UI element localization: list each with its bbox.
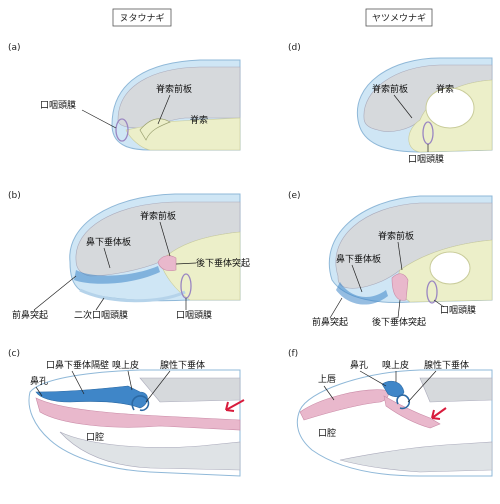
panel-b-label-anterior-nasal: 前鼻突起 bbox=[12, 309, 48, 321]
panel-f-label-oral-cavity: 口腔 bbox=[318, 427, 336, 439]
panel-f-label-upper-lip: 上唇 bbox=[318, 374, 336, 385]
panel-c-label-oral-cavity: 口腔 bbox=[86, 431, 104, 443]
header-right-box bbox=[365, 8, 433, 27]
panel-e-label-notochord-plate: 脊索前板 bbox=[378, 230, 414, 242]
header-left-label: ヌタウナギ bbox=[119, 13, 164, 24]
panel-f-gray-lower bbox=[339, 441, 493, 473]
panel-b-label: (b) bbox=[8, 191, 21, 201]
panel-d-notochord-circle bbox=[425, 87, 475, 129]
panel-e-leader-nasohypophyseal bbox=[351, 264, 363, 293]
panel-c-pink bbox=[35, 397, 241, 431]
panel-a: (a) 脊索前板 口咽頭膜 脊索 bbox=[8, 43, 241, 151]
panel-f: (f) 鼻孔 嗅上皮 腺性下垂体 上唇 口腔 bbox=[288, 349, 493, 477]
panel-f-leader-adenohypophysis bbox=[407, 370, 437, 403]
panel-f-leader-nostril bbox=[359, 370, 387, 387]
header-left-box bbox=[112, 8, 172, 27]
panel-c-label-nostril: 鼻孔 bbox=[30, 375, 48, 387]
panel-f-label-olfactory: 嗅上皮 bbox=[382, 359, 409, 371]
panel-c-hypophysis-loop bbox=[131, 395, 150, 412]
panel-e-nasal-plate bbox=[336, 282, 388, 305]
panel-e-leader-anterior-nasal bbox=[329, 297, 343, 319]
panel-a-label-oropharyngeal: 口咽頭膜 bbox=[40, 100, 76, 111]
panel-d-label-notochord-plate: 脊索前板 bbox=[372, 83, 408, 95]
panel-f-label-nostril: 鼻孔 bbox=[350, 359, 368, 371]
panel-c-leader-nostril bbox=[35, 386, 43, 397]
panel-b-nasal-plate bbox=[74, 266, 160, 284]
panel-b: (b) 脊索前板 鼻下垂体板 後下垂体突起 前鼻突起 二次口咽頭膜 口咽頭膜 bbox=[8, 191, 250, 321]
panel-c-label-septum: 口鼻下垂体隔壁 bbox=[46, 359, 109, 371]
panel-f-neural bbox=[419, 377, 493, 403]
panel-c: (c) 口鼻下垂体隔壁 嗅上皮 腺性下垂体 鼻孔 口腔 bbox=[8, 349, 245, 477]
panel-e: (e) 脊索前板 鼻下垂体板 前鼻突起 後下垂体突起 口咽頭膜 bbox=[288, 191, 493, 328]
panel-c-nasal-blue bbox=[35, 385, 148, 409]
panel-a-label: (a) bbox=[8, 43, 21, 53]
panel-a-label-notochord: 脊索 bbox=[190, 114, 208, 126]
panel-e-label-posterior-hypophyseal: 後下垂体突起 bbox=[372, 316, 426, 328]
panel-e-label-nasohypophyseal: 鼻下垂体板 bbox=[336, 253, 381, 265]
panel-b-leader-notochord-plate bbox=[159, 221, 171, 257]
panel-b-label-notochord-plate: 脊索前板 bbox=[140, 210, 176, 222]
panel-d-label: (d) bbox=[288, 43, 301, 53]
panel-c-leader-olfactory bbox=[127, 370, 133, 391]
panel-b-label-hypophyseal-process: 後下垂体突起 bbox=[196, 257, 250, 269]
panel-d: (d) 脊索前板 脊索 口咽頭膜 bbox=[288, 43, 493, 165]
panel-c-label-adenohypophysis: 腺性下垂体 bbox=[160, 359, 205, 371]
panel-b-leader-anterior-nasal bbox=[33, 275, 77, 311]
header-right: ヤツメウナギ bbox=[365, 8, 433, 27]
panel-c-red-arrow bbox=[225, 399, 245, 412]
panel-b-endoderm bbox=[159, 231, 241, 301]
panel-f-red-arrow bbox=[431, 407, 447, 420]
header-left: ヌタウナギ bbox=[112, 8, 172, 27]
panel-c-gray-lower bbox=[59, 431, 241, 471]
panel-a-leader-oropharyngeal bbox=[81, 109, 117, 129]
panel-f-leader-upper-lip bbox=[323, 385, 335, 401]
panel-b-leader-hypophyseal-process bbox=[175, 262, 197, 265]
panel-e-label-oropharyngeal: 口咽頭膜 bbox=[440, 305, 476, 316]
panel-c-neural bbox=[139, 377, 241, 403]
panel-e-leader-oropharyngeal bbox=[433, 299, 445, 308]
panel-a-oropharyngeal-membrane bbox=[115, 118, 129, 142]
panel-f-label-adenohypophysis: 腺性下垂体 bbox=[424, 359, 469, 371]
panel-f-nasal-blue bbox=[381, 380, 405, 398]
panel-f-pink-lip bbox=[299, 389, 389, 421]
panel-c-leader-septum bbox=[71, 370, 85, 395]
panel-d-label-oropharyngeal: 口咽頭膜 bbox=[408, 154, 444, 165]
panel-b-label-nasohypophyseal: 鼻下垂体板 bbox=[86, 236, 131, 248]
panel-b-label-secondary-membrane: 二次口咽頭膜 bbox=[74, 309, 128, 321]
panel-b-leader-nasohypophyseal bbox=[103, 247, 111, 269]
panel-a-leader-notochord-plate bbox=[157, 94, 171, 125]
header-right-label: ヤツメウナギ bbox=[372, 13, 426, 24]
panel-e-leader-notochord-plate bbox=[397, 241, 403, 271]
panel-e-hypophyseal-pink bbox=[391, 273, 409, 301]
panel-f-hypophysis-loop bbox=[396, 394, 411, 410]
panel-e-notochord-circle bbox=[429, 251, 471, 285]
panel-b-leader-secondary-membrane bbox=[95, 297, 105, 311]
panel-d-label-notochord: 脊索 bbox=[436, 83, 454, 95]
panel-c-label-olfactory: 嗅上皮 bbox=[112, 359, 139, 371]
panel-c-leader-adenohypophysis bbox=[145, 370, 171, 403]
panel-b-label-oropharyngeal: 口咽頭膜 bbox=[176, 310, 212, 321]
panel-a-notochord-plate bbox=[139, 118, 171, 141]
panel-e-leader-posterior-hypophyseal bbox=[397, 299, 401, 319]
panel-e-label: (e) bbox=[288, 191, 301, 201]
panel-c-label: (c) bbox=[8, 349, 20, 359]
panel-b-secondary-membrane bbox=[79, 288, 186, 303]
panel-e-label-anterior-nasal: 前鼻突起 bbox=[312, 316, 348, 328]
panel-a-label-notochord-plate: 脊索前板 bbox=[156, 83, 192, 95]
panel-f-label: (f) bbox=[288, 349, 298, 359]
panel-e-oropharyngeal-membrane bbox=[426, 280, 438, 304]
panel-d-leader-notochord-plate bbox=[393, 94, 413, 119]
